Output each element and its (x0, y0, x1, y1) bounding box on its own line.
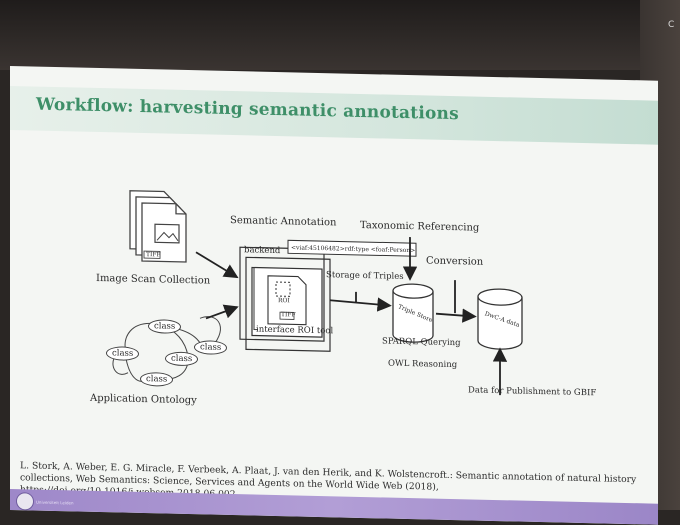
arrow-store-to-dwca (435, 308, 477, 323)
label-conversion: Conversion (426, 255, 484, 268)
flow-arrows (195, 237, 508, 396)
room-background-top (0, 0, 680, 70)
ontology-class-node: class (140, 371, 174, 387)
label-tiff-annotation: TIFF (281, 311, 296, 319)
dwca-data-icon (477, 288, 523, 350)
label-interface-roi-tool: interface ROI tool (256, 324, 334, 337)
workflow-diagram (112, 190, 523, 396)
ontology-class-node: class (165, 351, 199, 367)
label-sparql-querying: SPARQL Querying (382, 336, 461, 349)
label-backend: backend (244, 245, 281, 257)
footer-logo-text: Universiteit Leiden (36, 499, 74, 506)
ontology-class-node: class (106, 346, 140, 361)
triple-store-icon (392, 283, 434, 343)
university-logo-icon (16, 492, 34, 511)
arrow-to-triple-store (329, 297, 392, 312)
annotation-tool-frame (239, 239, 417, 352)
presentation-slide: Workflow: harvesting semantic annotation… (10, 66, 658, 525)
label-roi: ROI (278, 297, 290, 305)
document-stack-icon (129, 190, 187, 263)
camera-indicator: C (668, 20, 675, 30)
label-owl-reasoning: OWL Reasoning (388, 358, 458, 371)
arrow-ontology-to-annotation (205, 304, 239, 320)
label-tiff-scan: TIFF (146, 251, 161, 259)
arrow-scan-to-annotation (195, 251, 239, 279)
label-storage-of-triples: Storage of Triples (326, 270, 404, 282)
ontology-class-node: class (148, 319, 182, 334)
ontology-class-node: class (194, 340, 228, 355)
